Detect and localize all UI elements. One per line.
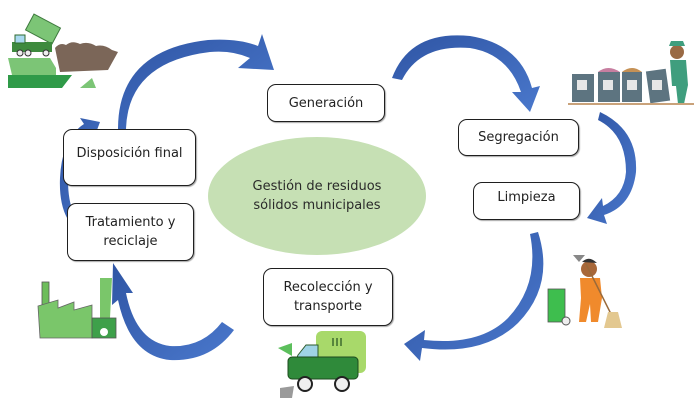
arrow-segregacion-to-limpieza bbox=[587, 112, 637, 224]
center-topic-ellipse: Gestión de residuos sólidos municipales bbox=[208, 137, 426, 255]
center-topic-label: Gestión de residuos sólidos municipales bbox=[252, 179, 382, 213]
stage-label: Segregación bbox=[478, 130, 559, 145]
arrow-disposicion-to-generacion bbox=[118, 34, 274, 129]
waste-bins-illustration bbox=[568, 41, 694, 105]
stage-recoleccion-transporte: Recolección y transporte bbox=[263, 268, 393, 326]
stage-disposicion-final: Disposición final bbox=[63, 129, 196, 186]
stage-label: Recolección y transporte bbox=[283, 280, 373, 314]
garbage-truck-illustration bbox=[278, 331, 366, 398]
stage-label: Tratamiento y reciclaje bbox=[85, 215, 176, 249]
street-sweeper-illustration bbox=[547, 255, 622, 328]
landfill-truck-illustration bbox=[8, 13, 118, 88]
stage-tratamiento-reciclaje: Tratamiento y reciclaje bbox=[67, 203, 194, 261]
arrow-limpieza-to-recoleccion bbox=[404, 232, 544, 361]
arrow-recoleccion-to-tratamiento bbox=[112, 263, 234, 361]
stage-segregacion: Segregación bbox=[458, 119, 579, 156]
stage-label: Generación bbox=[288, 95, 364, 111]
stage-label: Disposición final bbox=[76, 146, 183, 161]
stage-limpieza: Limpieza bbox=[473, 182, 580, 220]
recycling-factory-illustration bbox=[37, 278, 117, 339]
arrow-generacion-to-segregacion bbox=[392, 35, 540, 113]
stage-generacion: Generación bbox=[267, 84, 385, 122]
stage-label: Limpieza bbox=[497, 189, 556, 205]
